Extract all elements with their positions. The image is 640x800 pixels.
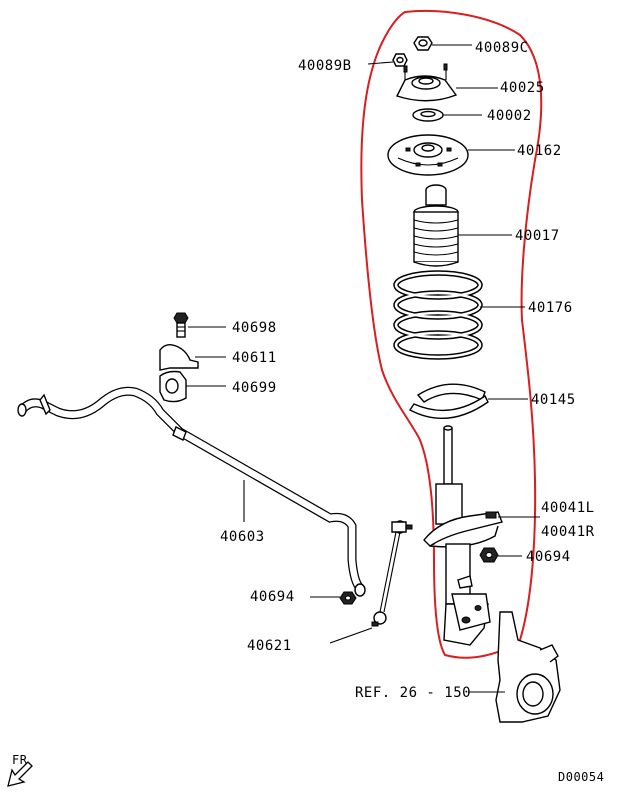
- label-40694-link: 40694: [250, 589, 295, 605]
- strut-highlight-outline: [360, 9, 543, 659]
- leader-line: [367, 61, 394, 65]
- label-40611: 40611: [232, 350, 277, 366]
- label-40699: 40699: [232, 380, 277, 396]
- label-40603: 40603: [220, 529, 265, 545]
- label-fr: FR: [12, 753, 28, 767]
- strut-nut-part: [479, 547, 499, 563]
- link-nut-part: [339, 591, 357, 605]
- upper-spring-seat-part: [387, 134, 469, 176]
- label-40041r: 40041R: [541, 524, 595, 540]
- dust-boot-part: [413, 184, 459, 267]
- bearing-part: [412, 108, 444, 122]
- leader-line: [329, 627, 373, 644]
- label-40145: 40145: [531, 392, 576, 408]
- upper-nut-part: [413, 36, 433, 51]
- label-40089c: 40089C: [475, 40, 529, 56]
- stabilizer-link-part: [371, 520, 413, 627]
- steering-knuckle-part: [495, 611, 561, 723]
- label-40089b: 40089B: [298, 58, 352, 74]
- diagram-code: D00054: [558, 770, 604, 784]
- shock-absorber-part: [423, 425, 503, 646]
- small-nut-part: [392, 53, 408, 67]
- label-40162: 40162: [517, 143, 562, 159]
- bolt-part: [173, 312, 189, 338]
- spring-pad-part: [408, 383, 489, 420]
- bracket-part: [159, 343, 199, 371]
- label-40017: 40017: [515, 228, 560, 244]
- label-40002: 40002: [487, 108, 532, 124]
- bushing-part: [159, 370, 187, 403]
- label-40698: 40698: [232, 320, 277, 336]
- label-40025: 40025: [500, 80, 545, 96]
- label-40176: 40176: [528, 300, 573, 316]
- front-direction-arrow-icon: [7, 761, 33, 787]
- strut-mount-part: [396, 63, 458, 102]
- coil-spring-part: [393, 270, 483, 360]
- stabilizer-bar-part: [17, 386, 366, 597]
- label-ref-26-150: REF. 26 - 150: [355, 685, 471, 701]
- label-40621: 40621: [247, 638, 292, 654]
- label-40694-strut: 40694: [526, 549, 571, 565]
- label-40041l: 40041L: [541, 500, 595, 516]
